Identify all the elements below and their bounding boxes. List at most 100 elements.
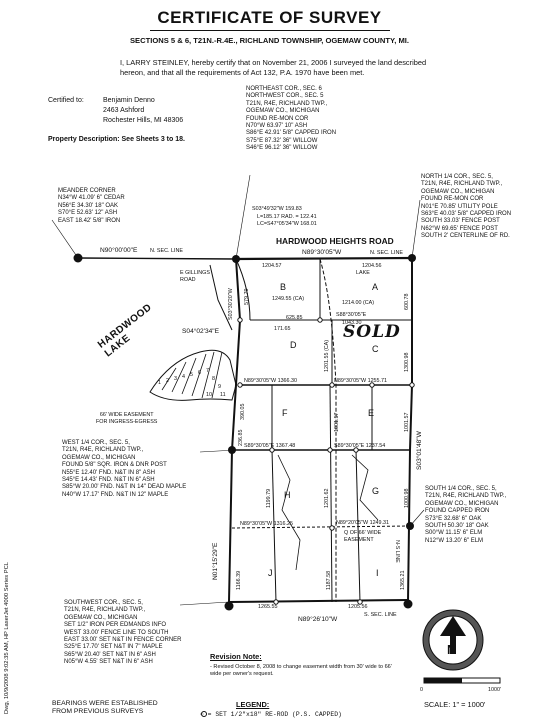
- bearing-n89-low1: N89°30'05"W 1316.25: [240, 521, 294, 527]
- sections-line: SECTIONS 5 & 6, T21N.-R.4E., RICHLAND TO…: [129, 36, 410, 45]
- lot-11: 11: [220, 392, 226, 398]
- easement-center-label: Q OF 66' WIDE EASEMENT: [344, 530, 382, 543]
- legend-title: LEGEND:: [236, 700, 270, 709]
- dist-390: 390.05: [240, 403, 246, 421]
- dist-1199: 1199.79: [266, 488, 272, 508]
- dist-579: 579.79: [244, 288, 250, 306]
- dist-1265: 1265.55: [258, 604, 278, 610]
- bearing-road: N89°30'05"W: [302, 249, 342, 256]
- bearing-n89-low2: N89°20'05"W 1249.31: [336, 520, 390, 526]
- lot-4: 4: [182, 374, 185, 380]
- dist-1249: 1249.55 (CA): [272, 296, 305, 302]
- dist-1204b: 1204.56: [362, 263, 382, 269]
- road-curve: [235, 258, 251, 321]
- dist-1166: 1166.39: [236, 570, 242, 590]
- dist-1205: 1205.56: [348, 604, 368, 610]
- bearing-s03-upper: S03°30'20"W: [228, 288, 234, 320]
- legend-item: ○ = SET 1/2"x18" RE-ROD (P.S. CAPPED): [200, 711, 342, 718]
- dist-625: 625.85: [286, 315, 303, 321]
- dist-1001b: 1001.57: [404, 412, 410, 433]
- leader-sw: [179, 601, 230, 606]
- dist-236: 236.85: [238, 429, 244, 447]
- bearing-s88: S88°30'05"E: [336, 312, 367, 318]
- lot-3: 3: [174, 376, 177, 382]
- northeast-corner-note: NORTHEAST COR., SEC. 6 NORTHWEST COR., S…: [246, 86, 337, 152]
- parcel-i: I: [376, 568, 379, 578]
- dist-1000: 1000.98: [404, 488, 410, 509]
- sw-corner-monument: [224, 601, 234, 611]
- lot-5: 5: [190, 372, 193, 378]
- bearing-s04: S04°02'34"E: [182, 328, 220, 335]
- dist-1214: 1214.00 (CA): [342, 300, 375, 306]
- lot-1: 1: [158, 380, 161, 386]
- lot-divider-h: [271, 449, 277, 603]
- parcel-e: E: [368, 408, 375, 418]
- title-underline: [150, 30, 390, 31]
- bearing-s89-2: S89°30'05"E 1237.54: [334, 443, 386, 449]
- scale-max: 1000': [488, 687, 502, 693]
- revision-note-text: - Revised October 8, 2008 to change ease…: [210, 664, 392, 677]
- lot-9: 9: [218, 384, 221, 390]
- center-divider: [329, 384, 333, 603]
- parcel-g: G: [372, 486, 380, 496]
- lot-divider-i: [355, 449, 361, 603]
- dist-1365: 1365.21: [400, 570, 406, 591]
- north-section-line-label-west: N. SEC. LINE: [150, 248, 183, 254]
- certified-to-block: Certified to: Benjamin Denno 2463 Ashfor…: [48, 96, 183, 124]
- north-arrow: [422, 609, 484, 671]
- parcel-c: C: [372, 344, 379, 354]
- wq-corner-monument: [228, 446, 236, 454]
- scale-bar: [423, 677, 501, 684]
- parcel-a: A: [372, 282, 379, 292]
- se-corner-monument: [403, 599, 413, 609]
- bearing-n89-mid2: N89°30'05"W 1255.71: [334, 378, 388, 384]
- lake-shoreline: [149, 349, 237, 401]
- curve-data: L=185.17 RAD. = 122.41 LC=S47°05'34"W 16…: [257, 214, 317, 227]
- north-section-line-east: [235, 256, 413, 261]
- south-quarter-corner-note: SOUTH 1/4 COR., SEC. 5, T21N, R4E, RICHL…: [425, 486, 507, 544]
- parcel-f: F: [282, 408, 288, 418]
- dist-171: 171.65: [274, 326, 291, 332]
- easement-label: 66' WIDE EASEMENT FOR INGRESS-EGRESS: [96, 412, 158, 425]
- revision-note-title: Revision Note:: [210, 652, 262, 661]
- bearings-note: BEARINGS WERE ESTABLISHED FROM PREVIOUS …: [52, 700, 158, 715]
- parcel-j: J: [268, 568, 273, 578]
- client-address2: Rochester Hills, MI 48306: [103, 117, 184, 124]
- lot-7: 7: [206, 368, 209, 374]
- dist-1201b: 1201.62: [324, 488, 330, 509]
- lot-6: 6: [198, 370, 201, 376]
- leader-meander: [51, 219, 79, 259]
- ne-corner-monument: [232, 255, 240, 263]
- document-title: CERTIFICATE OF SURVEY: [157, 8, 382, 27]
- west-quarter-corner-note: WEST 1/4 COR., SEC. 5, T21N, R4E, RICHLA…: [62, 440, 187, 498]
- meander-corner-monument: [73, 253, 83, 263]
- bearing-s89-1: S89°30'05"E 1367.48: [244, 443, 296, 449]
- north-section-line-west: [77, 257, 237, 260]
- lot-8: 8: [212, 376, 215, 382]
- lake-small-label: LAKE: [356, 270, 370, 276]
- dist-600: 600.78: [404, 293, 410, 311]
- print-stamp: Dwg, 10/9/2008 9:02:35 AM, HP LaserJet 4…: [4, 562, 10, 714]
- dist-1204a: 1204.57: [262, 263, 282, 269]
- easement-line: [319, 258, 337, 602]
- dist-1001: 1001.57: [334, 412, 340, 433]
- parcel-b: B: [280, 282, 287, 292]
- ns-line-label: N-S LINE: [394, 540, 400, 563]
- dist-1187: 1187.58: [326, 570, 332, 590]
- stream-2: [351, 454, 379, 521]
- certification-statement: I, LARRY STEINLEY, hereby certify that o…: [120, 58, 427, 77]
- bearing-top-chord: S03°49'32"W 159.83: [252, 206, 302, 212]
- gillings-road-label: E GILLINGS ROAD: [180, 270, 210, 283]
- south-section-line-label: S. SEC. LINE: [364, 612, 397, 618]
- meander-corner-note: MEANDER CORNER N34°W 41.09' 6" CEDAR N56…: [58, 188, 125, 224]
- gillings-road: [209, 264, 233, 331]
- bearing-n89-mid1: N89°30'05"W 1366.30: [244, 378, 298, 384]
- north-section-line-label-east: N. SEC. LINE: [370, 250, 403, 256]
- bearing-n90: N90°00'00"E: [100, 247, 138, 254]
- bearing-west: N01°15'29"E: [212, 542, 219, 580]
- sq-corner-monument: [406, 522, 414, 530]
- leader-nq: [411, 199, 421, 259]
- lot-10: 10: [206, 392, 212, 398]
- southwest-corner-note: SOUTHWEST COR., SEC. 5, T21N, R4E, RICHL…: [64, 600, 182, 666]
